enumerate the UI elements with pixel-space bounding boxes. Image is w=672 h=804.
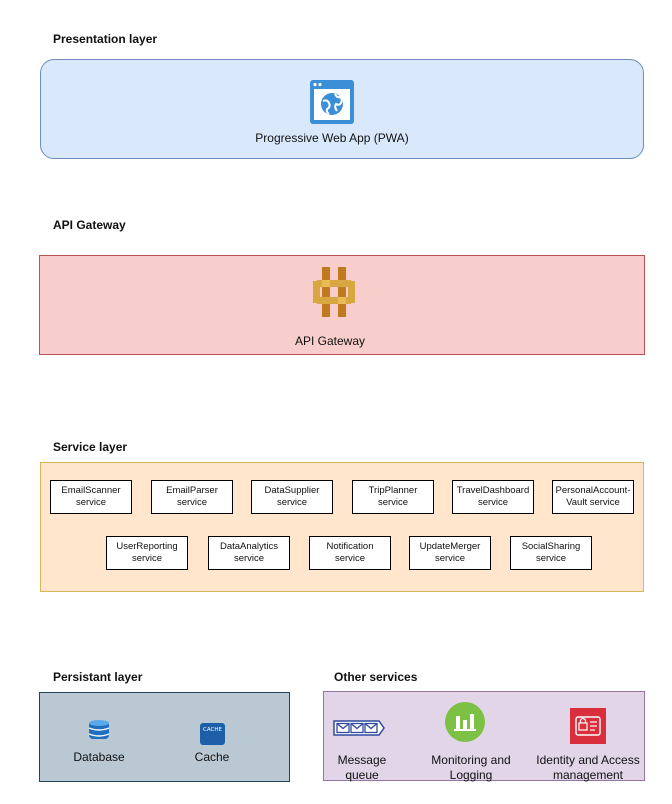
cache-label: Cache bbox=[194, 750, 230, 764]
presentation-layer-heading: Presentation layer bbox=[53, 32, 158, 46]
personal-account-vault-service: PersonalAccount-Vault service bbox=[552, 480, 634, 514]
persistent-layer-container bbox=[39, 692, 290, 782]
message-queue-icon bbox=[333, 719, 385, 737]
service-layer-heading: Service layer bbox=[53, 440, 128, 454]
monitoring-icon bbox=[445, 702, 485, 742]
other-services-heading: Other services bbox=[334, 670, 418, 684]
service-layer-container bbox=[40, 462, 644, 592]
identity-access-icon bbox=[570, 708, 606, 744]
api-gateway-icon bbox=[313, 267, 355, 317]
api-gateway-label: API Gateway bbox=[294, 334, 366, 348]
persistent-layer-heading: Persistant layer bbox=[53, 670, 143, 684]
api-gateway-heading: API Gateway bbox=[53, 218, 126, 232]
cache-icon: CACHE bbox=[200, 723, 225, 745]
database-label: Database bbox=[73, 750, 125, 764]
database-icon bbox=[87, 719, 111, 741]
web-app-icon bbox=[309, 79, 355, 125]
pwa-label: Progressive Web App (PWA) bbox=[255, 131, 409, 145]
cache-icon-text: CACHE bbox=[203, 727, 222, 733]
